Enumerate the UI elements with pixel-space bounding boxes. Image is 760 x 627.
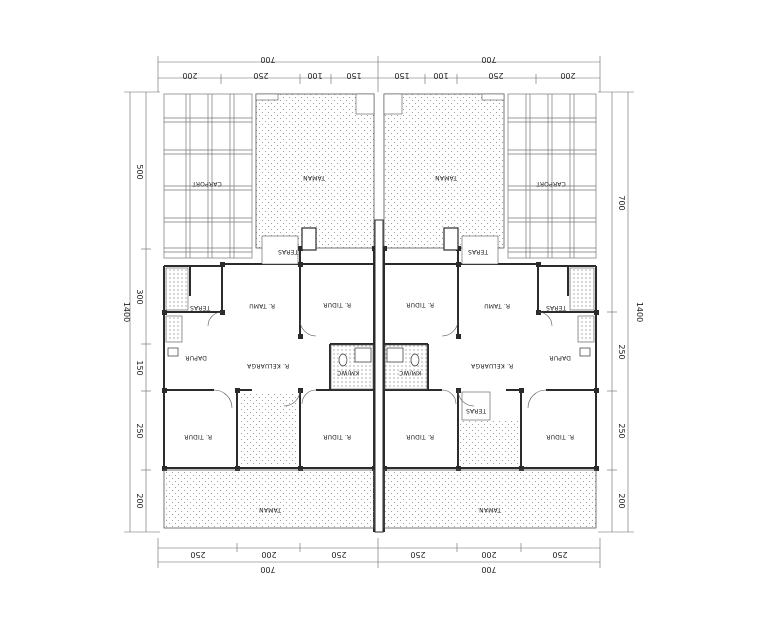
dim-left-seg: 150: [135, 360, 144, 375]
dim-left-seg: 500: [135, 164, 144, 179]
dimension-labels-top: 700 700 200 250 100 150 150 100 250 200: [182, 55, 575, 80]
left-side-planter: [165, 267, 189, 311]
right-back-garden-label: TAMAN: [479, 506, 502, 513]
right-unit: CARPORT TAMAN: [382, 93, 599, 532]
right-bathroom-label: KM/WC: [399, 369, 421, 376]
right-front-garden-label: TAMAN: [435, 174, 458, 181]
right-back-porch: [461, 391, 491, 421]
left-front-garden-post: [355, 93, 375, 115]
dim-left-total: 1400: [122, 302, 131, 322]
dim-bottom-seg: 200: [481, 550, 496, 559]
right-bathroom-fixture: [386, 347, 404, 363]
dim-top-seg: 200: [560, 71, 575, 80]
left-unit: CARPORT TAMAN: [162, 93, 377, 532]
right-back-garden: [383, 469, 597, 529]
right-kitchen-label: DAPUR: [549, 354, 571, 361]
left-kitchen-counter: [165, 315, 183, 343]
left-carport-label: CARPORT: [192, 180, 222, 187]
dim-right-seg: 200: [617, 493, 626, 508]
left-back-garden: [163, 469, 375, 529]
left-front-porch-label: TERAS: [278, 248, 299, 255]
dim-bottom-seg: 200: [261, 550, 276, 559]
right-back-room-floor: [460, 420, 518, 466]
dim-top-seg: 100: [307, 71, 322, 80]
right-front-porch: [461, 235, 499, 265]
left-columns: [162, 246, 377, 471]
left-bathroom-fixture: [354, 347, 372, 363]
right-bedroom-back-b-label: R. TIDUR: [546, 433, 574, 440]
dim-right-seg: 700: [617, 195, 626, 210]
dim-left-seg: 200: [135, 493, 144, 508]
right-bedroom-back-a-label: R. TIDUR: [406, 433, 434, 440]
dim-top-total-right: 700: [481, 55, 496, 64]
left-family-room-label: R. KELUARGA: [246, 362, 289, 369]
left-front-garden-post: [255, 93, 279, 101]
dim-left-seg: 250: [135, 423, 144, 438]
dim-right-total: 1400: [635, 302, 644, 322]
right-front-porch-post: [443, 227, 459, 251]
right-front-garden-post: [481, 93, 505, 101]
right-bedroom-front-label: R. TIDUR: [406, 301, 434, 308]
left-bedroom-back-a-label: R. TIDUR: [184, 433, 212, 440]
left-bedroom-back-b-label: R. TIDUR: [323, 433, 351, 440]
dim-bottom-seg: 250: [552, 550, 567, 559]
right-front-garden-post: [383, 93, 403, 115]
left-front-porch: [261, 235, 299, 265]
left-side-porch-label: TERAS: [190, 304, 211, 311]
right-kitchen-counter: [577, 315, 595, 343]
left-door-swings: [207, 311, 317, 409]
left-back-room-floor: [240, 392, 298, 466]
right-back-porch-label: TERAS: [466, 407, 487, 414]
left-bedroom-front-label: R. TIDUR: [323, 301, 351, 308]
left-toilet-icon: [338, 353, 348, 367]
dimension-labels-right: 1400 700 250 250 200: [617, 195, 644, 508]
left-kitchen-sink: [167, 347, 179, 357]
right-toilet-icon: [410, 353, 420, 367]
right-front-garden: [383, 93, 505, 249]
dim-bottom-seg: 250: [331, 550, 346, 559]
dim-top-seg: 100: [433, 71, 448, 80]
dim-left-seg: 300: [135, 289, 144, 304]
dim-top-seg: 200: [182, 71, 197, 80]
dim-bottom-total-left: 700: [260, 565, 275, 574]
dim-top-total-left: 700: [260, 55, 275, 64]
left-back-garden-label: TAMAN: [259, 506, 282, 513]
right-kitchen-sink: [579, 347, 591, 357]
dim-right-seg: 250: [617, 423, 626, 438]
left-front-porch-post: [301, 227, 317, 251]
right-front-porch-label: TERAS: [468, 248, 489, 255]
dimension-labels-bottom: 250 200 250 250 200 250 700 700: [190, 550, 567, 574]
right-living-room-label: R. TAMU: [484, 302, 510, 309]
right-carport: [507, 93, 597, 259]
left-front-garden-label: TAMAN: [303, 174, 326, 181]
dimension-labels-left: 1400 500 300 150 250 200: [122, 164, 144, 508]
dim-bottom-total-right: 700: [481, 565, 496, 574]
left-kitchen-label: DAPUR: [185, 354, 207, 361]
party-wall: [374, 219, 384, 533]
dimension-lines: [124, 56, 634, 568]
right-family-room-label: R. KELUARGA: [470, 362, 513, 369]
left-carport: [163, 93, 253, 259]
left-front-garden: [255, 93, 375, 249]
dim-top-seg: 150: [346, 71, 361, 80]
dim-right-seg: 250: [617, 344, 626, 359]
dim-top-seg: 250: [253, 71, 268, 80]
left-living-room-label: R. TAMU: [249, 302, 275, 309]
right-side-porch-label: TERAS: [546, 304, 567, 311]
dim-top-seg: 150: [394, 71, 409, 80]
right-carport-label: CARPORT: [536, 180, 566, 187]
dim-top-seg: 250: [488, 71, 503, 80]
dim-bottom-seg: 250: [190, 550, 205, 559]
left-bathroom-label: KM/WC: [337, 369, 359, 376]
right-door-swings: [441, 311, 553, 409]
right-side-planter: [569, 267, 595, 311]
dim-bottom-seg: 250: [410, 550, 425, 559]
